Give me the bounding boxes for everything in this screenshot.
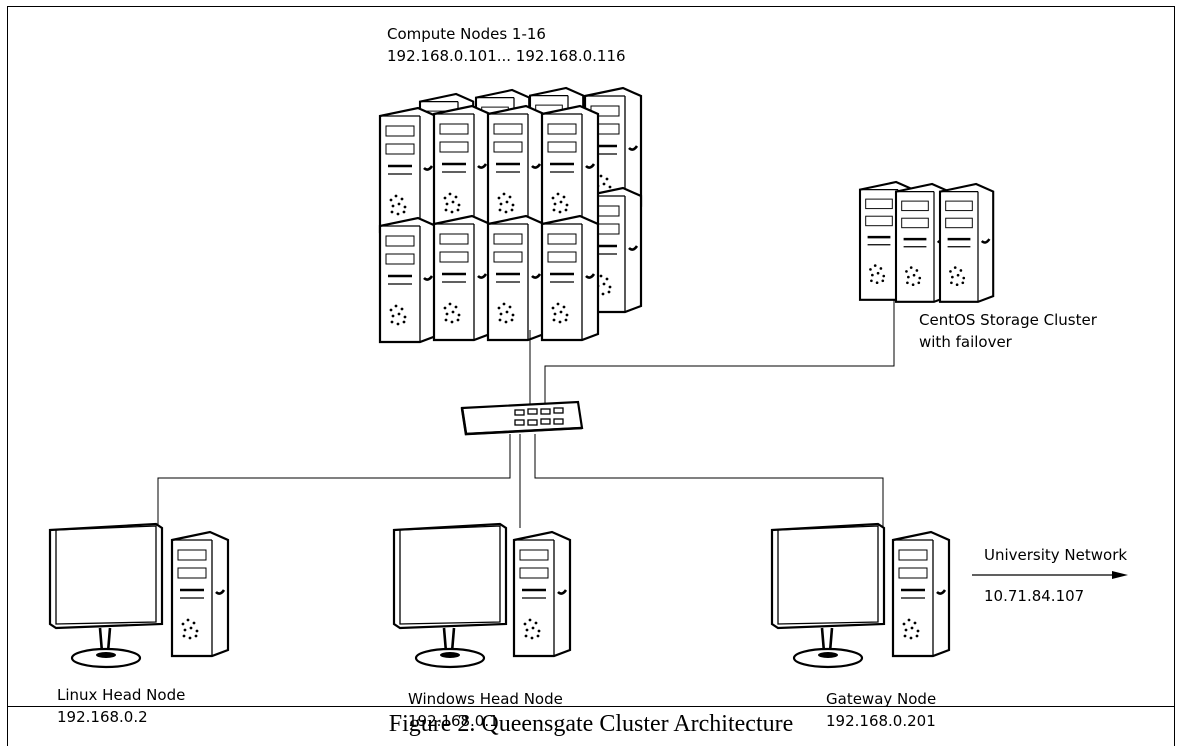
network-links [157,300,895,528]
network-switch-icon [460,400,584,436]
university-network-ip: 10.71.84.107 [984,587,1085,605]
university-link-arrow [972,571,1128,579]
windows-head-node-icon [392,522,572,669]
linux-head-node-icon [48,522,230,669]
storage-cluster-icon [858,180,995,304]
figure-caption: Figure 2. Queensgate Cluster Architectur… [388,711,794,737]
storage-cluster-sublabel: with failover [919,333,1012,351]
gateway-node-icon [770,522,951,669]
windows-head-node-ip: 192.168.0.1 [408,712,499,730]
linux-head-node-name: Linux Head Node [57,686,186,704]
gateway-node-name: Gateway Node [826,690,937,708]
windows-head-node-name: Windows Head Node [408,690,563,708]
gateway-node-ip: 192.168.0.201 [826,712,936,730]
storage-cluster-label: CentOS Storage Cluster [919,311,1097,329]
caption-frame [7,706,1175,746]
compute-nodes-title: Compute Nodes 1-16 [387,25,546,43]
compute-nodes-ips: 192.168.0.101... 192.168.0.116 [387,47,626,65]
compute-cluster-icon [378,86,643,344]
university-network-label: University Network [984,546,1128,564]
linux-head-node-ip: 192.168.0.2 [57,708,148,726]
